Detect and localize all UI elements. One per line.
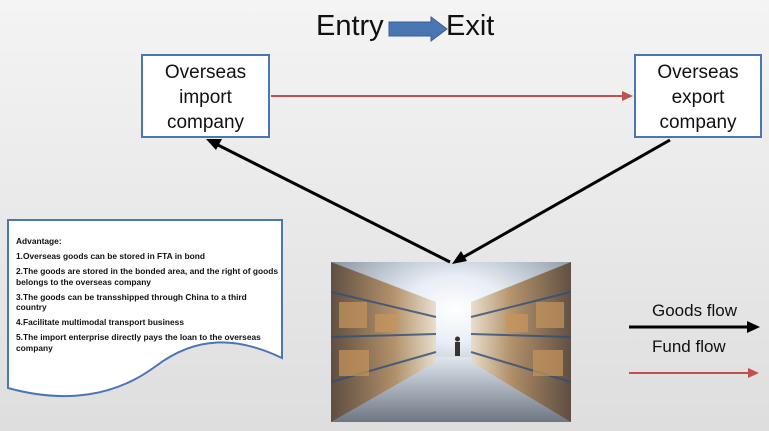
advantage-item-1: 1.Overseas goods can be stored in FTA in…: [16, 251, 205, 261]
goods-flow-export-to-warehouse: [461, 138, 671, 260]
export-company-line-3: company: [659, 112, 737, 133]
import-company-line-2: import: [179, 87, 232, 108]
entry-exit-title: Entry Exit: [300, 6, 520, 46]
import-company-box: Overseas import company: [141, 54, 270, 138]
goods-flow-warehouse-to-import: [215, 142, 451, 264]
warehouse-photo: [331, 262, 571, 422]
advantage-item-2: 2.The goods are stored in the bonded are…: [16, 266, 278, 287]
entry-label: Entry: [316, 10, 384, 42]
export-company-line-1: Overseas: [657, 62, 739, 83]
export-company-line-2: export: [671, 87, 725, 108]
import-company-line-1: Overseas: [164, 62, 247, 83]
import-company-line-3: company: [166, 112, 245, 133]
advantage-item-3: 3.The goods can be transshipped through …: [16, 291, 247, 313]
advantage-item-4: 4.Facilitate multimodal transport busine…: [16, 317, 185, 327]
export-company-box: Overseas export company: [634, 54, 762, 138]
fund-flow-legend-label: Fund flow: [652, 337, 726, 356]
advantage-note: Advantage: 1.Overseas goods can be store…: [6, 218, 286, 398]
exit-label: Exit: [446, 10, 495, 42]
advantage-heading: Advantage:: [16, 236, 62, 246]
goods-flow-legend-label: Goods flow: [652, 301, 738, 320]
advantage-item-5: 5.The import enterprise directly pays th…: [16, 332, 261, 353]
blue-right-arrow-icon: [388, 16, 448, 42]
document-shape-icon: [7, 219, 283, 398]
